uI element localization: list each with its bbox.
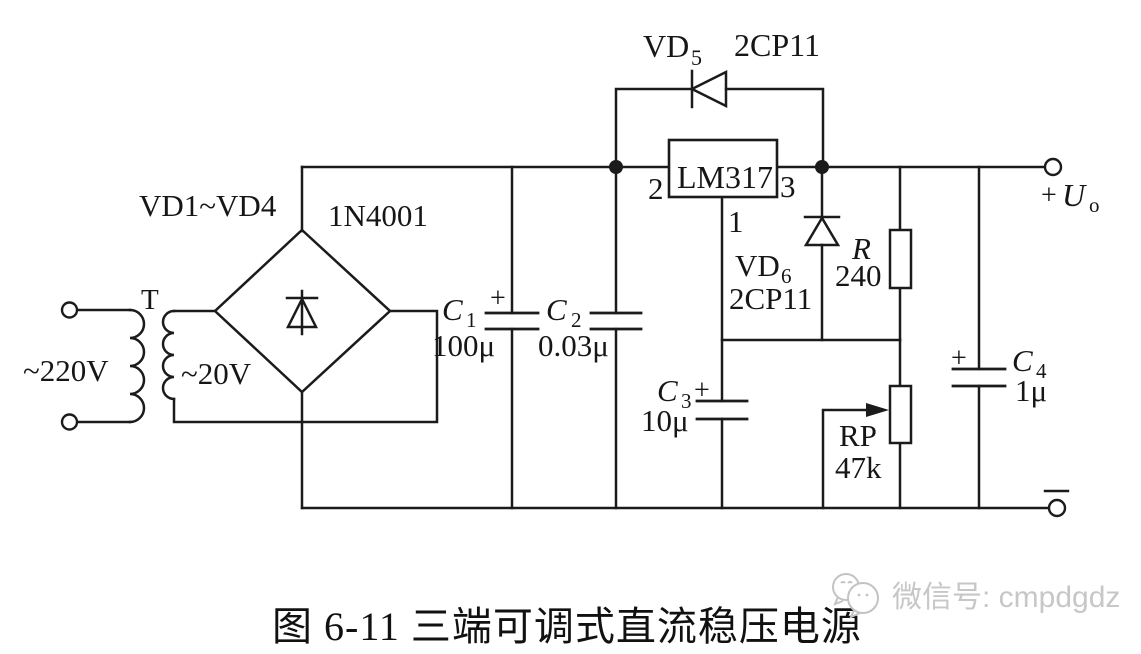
lm317-body	[667, 138, 779, 199]
c1-plates	[484, 311, 540, 331]
watermark-text: 微信号: cmpdgdz	[892, 581, 1121, 614]
output-terminals	[1043, 157, 1070, 518]
secondary-bottom-wire	[172, 309, 439, 424]
wechat-icon	[832, 573, 879, 619]
rp-ref-label: RP	[839, 418, 877, 453]
c2-value-label: 0.03μ	[538, 328, 609, 363]
rp-value-label: 47k	[835, 450, 882, 485]
rp-wiper-wire	[821, 408, 870, 510]
secondary-voltage-label: ~20V	[181, 356, 252, 391]
vd5-diode	[689, 69, 728, 109]
c2-ref-sub: 2	[571, 308, 582, 332]
c4-plates	[951, 367, 1007, 388]
c4-ref-sub: 4	[1036, 359, 1047, 383]
c3-ref-sub: 3	[681, 389, 692, 413]
vd6-ref-label: VD	[735, 248, 780, 283]
labels: VD 5 2CP11 T ~220V ~20V VD1~VD4 1N4001 C…	[23, 27, 1100, 485]
c1-polarity-sign: +	[490, 283, 506, 314]
rp-body	[888, 384, 913, 445]
vd6-triangle	[803, 215, 841, 247]
vd5-ref-label: VD	[643, 28, 689, 64]
output-symbol-sub: o	[1089, 193, 1100, 217]
c4-value-label: 1μ	[1015, 373, 1047, 408]
transformer-ref-label: T	[141, 284, 159, 316]
r-ref-label: R	[851, 231, 871, 266]
bridge-ref-label: VD1~VD4	[139, 188, 277, 223]
c3-value-label: 10μ	[641, 403, 689, 438]
c2-plates	[589, 311, 643, 331]
bridge-part-label: 1N4001	[328, 198, 428, 233]
vd5-ref-sub: 5	[691, 45, 702, 70]
r-value-label: 240	[835, 258, 882, 293]
output-negative-terminal	[1047, 498, 1067, 518]
output-symbol: U	[1062, 177, 1087, 213]
c3-polarity-sign: +	[694, 375, 710, 406]
secondary-winding	[161, 309, 176, 401]
vd5-triangle	[689, 69, 728, 109]
c4-ref-label: C	[1012, 343, 1033, 378]
c3-ref-label: C	[657, 373, 678, 408]
c3-plates	[695, 399, 749, 421]
c4-polarity-sign: +	[951, 343, 967, 374]
output-plus-sign: +	[1041, 180, 1057, 211]
vd5-right-leg	[724, 87, 825, 169]
c2-ref-label: C	[546, 292, 567, 327]
vd5-left-leg	[614, 87, 694, 169]
transformer	[60, 301, 176, 431]
junction-dots	[609, 160, 829, 174]
c1-value-label: 100μ	[432, 328, 495, 363]
lm317-pin3-label: 3	[780, 169, 796, 204]
capacitor-plates	[484, 311, 1007, 421]
primary-winding	[128, 308, 146, 424]
rp-wiper-arrow	[866, 403, 889, 417]
lm317-label: LM317	[677, 159, 773, 195]
bridge-rectifier	[213, 228, 392, 394]
c1-ref-label: C	[442, 292, 463, 327]
primary-voltage-label: ~220V	[23, 353, 109, 388]
primary-terminal-bottom	[60, 413, 79, 431]
potentiometer-rp	[866, 384, 913, 445]
primary-terminal-top	[60, 301, 79, 319]
bridge-diamond	[213, 228, 392, 394]
bridge-diode-triangle	[285, 296, 319, 329]
vd5-part-label: 2CP11	[734, 27, 820, 63]
vd6-part-label: 2CP11	[729, 281, 812, 316]
lm317-pin1-label: 1	[728, 204, 744, 239]
output-positive-terminal	[1043, 157, 1063, 177]
output-node-dot	[815, 160, 829, 174]
figure-caption: 图 6-11 三端可调式直流稳压电源	[272, 604, 862, 649]
wires	[75, 87, 1051, 510]
regulator-lm317: LM317 2 3 1	[648, 138, 796, 239]
vd6-diode	[803, 215, 841, 247]
c1-ref-sub: 1	[466, 308, 477, 332]
lm317-pin2-label: 2	[648, 171, 664, 206]
watermark: 微信号: cmpdgdz	[826, 568, 1120, 620]
input-node-dot	[609, 160, 623, 174]
resistor-r-body	[888, 228, 913, 290]
vd6-ref-sub: 6	[781, 264, 792, 288]
